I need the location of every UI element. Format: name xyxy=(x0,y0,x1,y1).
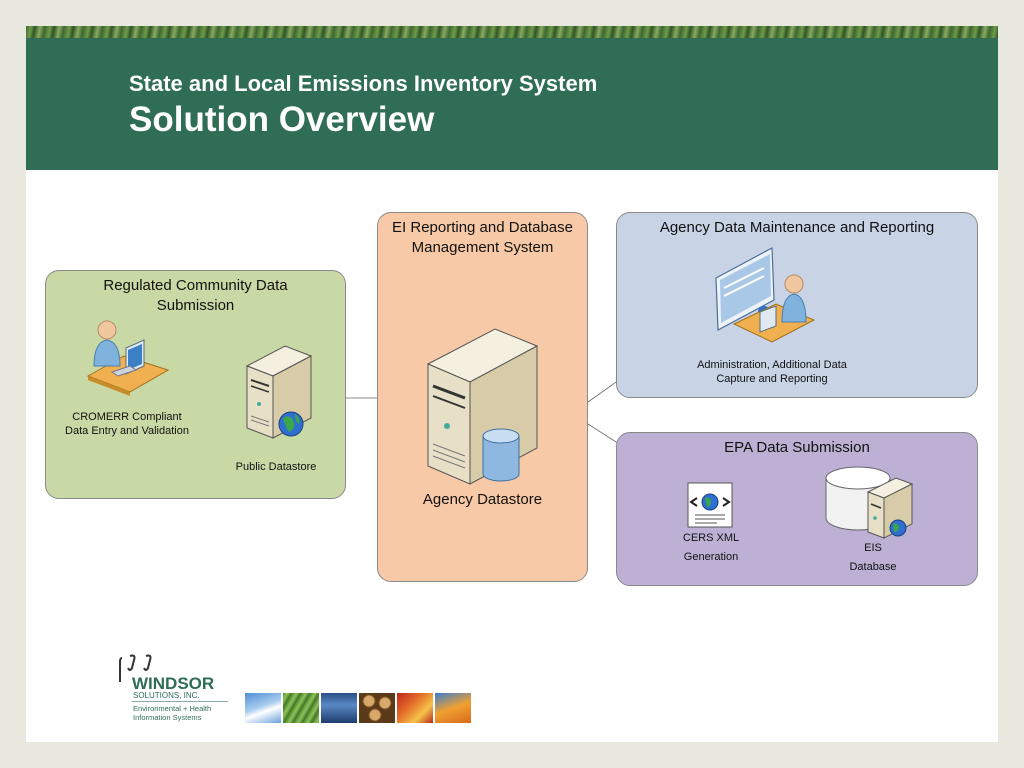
agency-datastore-label: Agency Datastore xyxy=(422,491,543,508)
admin-workstation-icon xyxy=(715,247,816,343)
admin-label-1: Administration, Additional Data xyxy=(697,359,847,371)
regulated-community-title: Regulated Community Data Submission xyxy=(103,277,288,314)
header-band: State and Local Emissions Inventory Syst… xyxy=(26,38,998,170)
eis-database-icon xyxy=(825,466,914,539)
logo-subname: SOLUTIONS, INC. xyxy=(133,691,200,700)
data-entry-label-1: CROMERR Compliant xyxy=(72,411,182,423)
cers-label-1: CERS XML xyxy=(682,532,740,544)
epa-submission-title: EPA Data Submission xyxy=(724,439,870,456)
leaves-photo xyxy=(397,693,433,723)
leaf-banner xyxy=(26,26,998,38)
slide: State and Local Emissions Inventory Syst… xyxy=(26,26,998,742)
eis-label-1: EIS xyxy=(864,542,882,554)
grass-photo xyxy=(283,693,319,723)
ei-reporting-title: EI Reporting and Database Management Sys… xyxy=(392,219,573,256)
cers-label-2: Generation xyxy=(683,551,739,563)
title-line-1: State and Local Emissions Inventory Syst… xyxy=(129,71,598,96)
user-workstation-icon xyxy=(86,320,170,396)
agency-maintenance-box: Agency Data Maintenance and Reporting Ad… xyxy=(616,212,978,398)
public-datastore-server-icon xyxy=(245,345,313,439)
epa-submission-box: EPA Data Submission CERS XML Generation … xyxy=(616,432,978,586)
data-entry-label-2: Data Entry and Validation xyxy=(65,425,189,437)
logs-photo xyxy=(359,693,395,723)
windsor-logo: WINDSOR SOLUTIONS, INC. Environmental + … xyxy=(118,654,238,726)
regulated-community-box: Regulated Community Data Submission CROM… xyxy=(45,270,346,499)
title-line-2: Solution Overview xyxy=(129,100,435,139)
tree-mark-icon xyxy=(119,654,152,682)
logo-name: WINDSOR xyxy=(132,674,215,693)
agency-datastore-server-icon xyxy=(426,328,539,485)
autumn-photo xyxy=(435,693,471,723)
admin-label-2: Capture and Reporting xyxy=(716,373,828,385)
agency-maintenance-title: Agency Data Maintenance and Reporting xyxy=(659,219,935,236)
eis-label-2: Database xyxy=(849,561,897,573)
logo-tagline-1: Environmental + Health xyxy=(133,704,212,713)
logo-tagline-2: Information Systems xyxy=(133,713,202,722)
xml-document-icon xyxy=(687,482,733,528)
photo-strip xyxy=(245,693,471,723)
ei-reporting-box: EI Reporting and Database Management Sys… xyxy=(377,212,588,582)
sky-photo xyxy=(245,693,281,723)
public-datastore-label: Public Datastore xyxy=(235,461,317,473)
water-photo xyxy=(321,693,357,723)
logo-divider xyxy=(132,701,228,702)
